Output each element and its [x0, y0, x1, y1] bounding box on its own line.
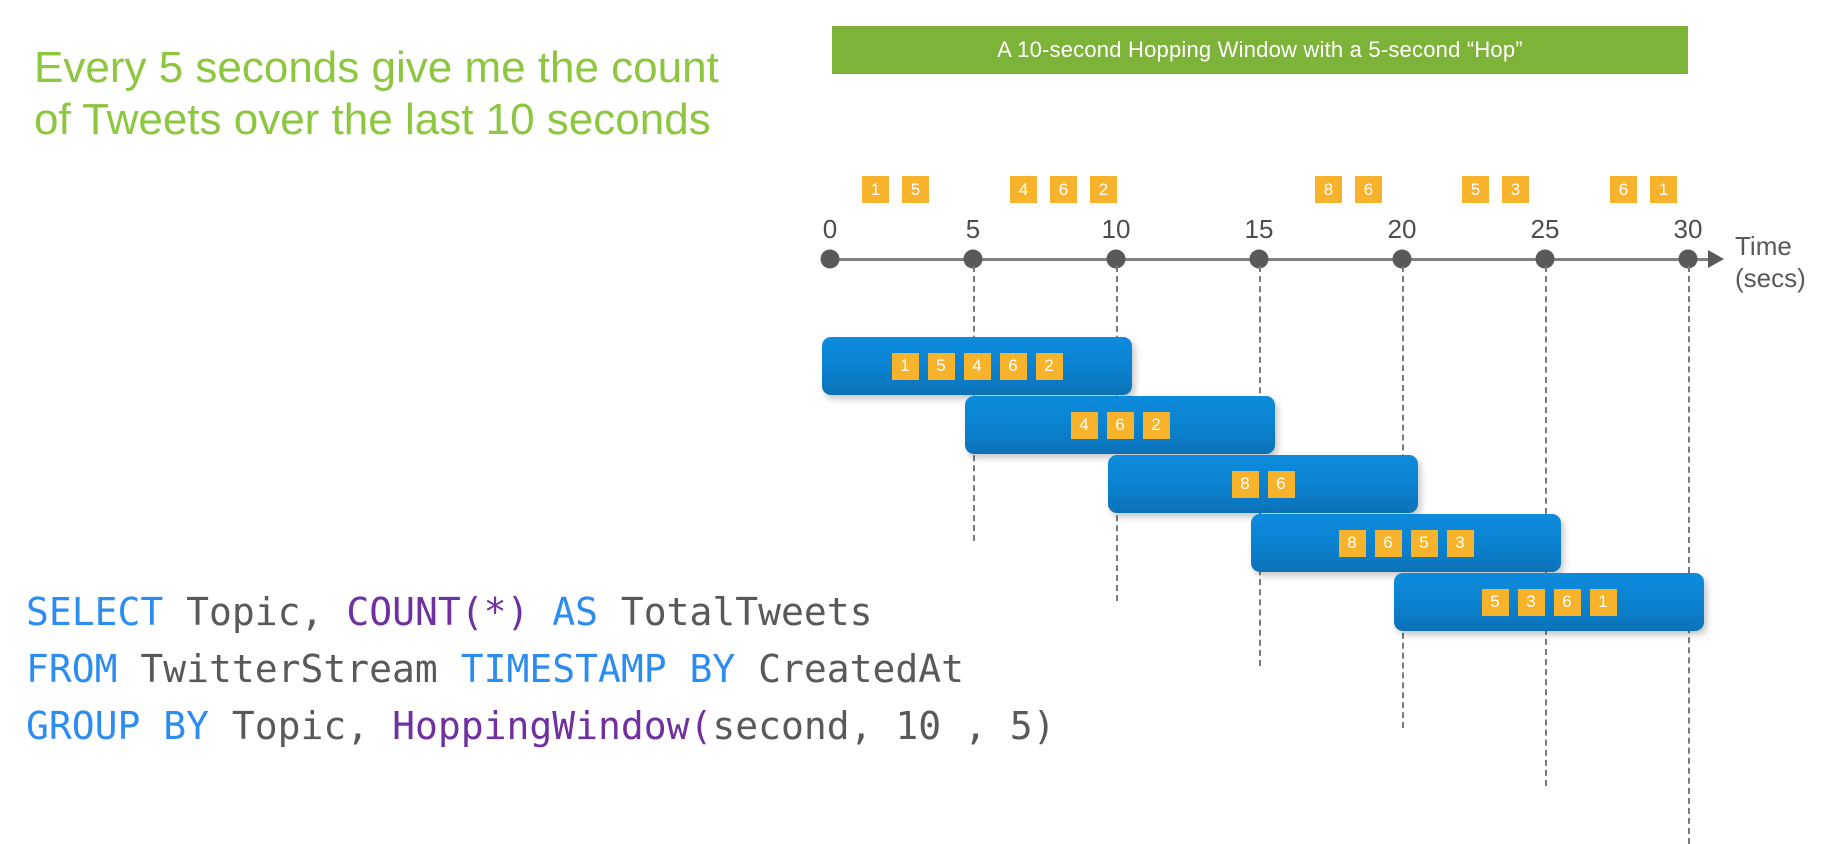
axis-tick-label: 30	[1673, 214, 1703, 244]
axis-tick-label: 0	[822, 214, 838, 244]
sql-token: HoppingWindow(	[392, 704, 713, 748]
axis-tick-label: 10	[1101, 214, 1131, 244]
sql-token: Topic,	[163, 590, 347, 634]
tweet-badge: 1	[862, 176, 889, 203]
tweet-badge: 6	[1267, 470, 1295, 498]
tweet-badge: 3	[1517, 588, 1545, 616]
tweet-badge: 8	[1315, 176, 1342, 203]
sql-token: TIMESTAMP BY	[460, 647, 736, 691]
tweet-badge: 6	[1355, 176, 1382, 203]
axis-tick-dot	[1535, 249, 1555, 269]
sql-token: TotalTweets	[598, 590, 873, 634]
time-axis-label-line2: (secs)	[1735, 263, 1806, 293]
tweet-badge: 5	[1410, 529, 1438, 557]
tweet-badge: 4	[963, 352, 991, 380]
tweet-badge: 6	[1553, 588, 1581, 616]
axis-tick-dot	[820, 249, 840, 269]
tick-drop-line	[1688, 266, 1690, 844]
tweet-badge: 5	[927, 352, 955, 380]
sql-line: GROUP BY Topic, HoppingWindow(second, 10…	[26, 698, 1056, 755]
banner: A 10-second Hopping Window with a 5-seco…	[832, 26, 1688, 74]
axis-tick-label: 5	[965, 214, 981, 244]
axis-tick-dot	[963, 249, 983, 269]
tweet-badge: 1	[1589, 588, 1617, 616]
time-axis-arrow-icon	[1708, 250, 1724, 268]
tweet-badge: 1	[891, 352, 919, 380]
tweet-badge: 6	[999, 352, 1027, 380]
sql-token: CreatedAt	[735, 647, 965, 691]
tweet-badge: 4	[1070, 411, 1098, 439]
sql-line: SELECT Topic, COUNT(*) AS TotalTweets	[26, 584, 1056, 641]
sql-token: AS	[552, 590, 598, 634]
time-axis-label: Time (secs)	[1735, 230, 1806, 294]
time-axis-label-line1: Time	[1735, 231, 1792, 261]
sql-token: TwitterStream	[117, 647, 461, 691]
axis-tick-label: 25	[1530, 214, 1560, 244]
axis-tick-label: 15	[1244, 214, 1274, 244]
sql-token: SELECT	[26, 590, 164, 634]
axis-tick-label: 20	[1387, 214, 1417, 244]
tweet-badge: 5	[1481, 588, 1509, 616]
tweet-badge: 2	[1090, 176, 1117, 203]
tweet-badge: 6	[1106, 411, 1134, 439]
tweet-badge: 8	[1338, 529, 1366, 557]
sql-token: FROM	[26, 647, 118, 691]
tweet-badge: 2	[1142, 411, 1170, 439]
sql-token: COUNT(*)	[346, 590, 530, 634]
slide-canvas: Every 5 seconds give me the count of Twe…	[26, 26, 1806, 844]
tweet-badge: 4	[1010, 176, 1037, 203]
tweet-badge: 3	[1446, 529, 1474, 557]
tweet-badge: 2	[1035, 352, 1063, 380]
sql-token: second, 10 , 5)	[712, 704, 1056, 748]
axis-tick-dot	[1392, 249, 1412, 269]
tweet-badge: 6	[1050, 176, 1077, 203]
tweet-badge: 5	[902, 176, 929, 203]
tweet-badge: 5	[1462, 176, 1489, 203]
axis-tick-dot	[1249, 249, 1269, 269]
page-title: Every 5 seconds give me the count of Twe…	[34, 43, 732, 144]
sql-token: Topic,	[209, 704, 393, 748]
banner-text: A 10-second Hopping Window with a 5-seco…	[997, 37, 1523, 62]
axis-tick-dot	[1678, 249, 1698, 269]
tweet-badge: 8	[1231, 470, 1259, 498]
sql-token	[529, 590, 552, 634]
tweet-badge: 1	[1650, 176, 1677, 203]
tweet-badge: 3	[1502, 176, 1529, 203]
sql-token: GROUP BY	[26, 704, 210, 748]
sql-line: FROM TwitterStream TIMESTAMP BY CreatedA…	[26, 641, 1056, 698]
tweet-badge: 6	[1610, 176, 1637, 203]
tweet-badge: 6	[1374, 529, 1402, 557]
axis-tick-dot	[1106, 249, 1126, 269]
